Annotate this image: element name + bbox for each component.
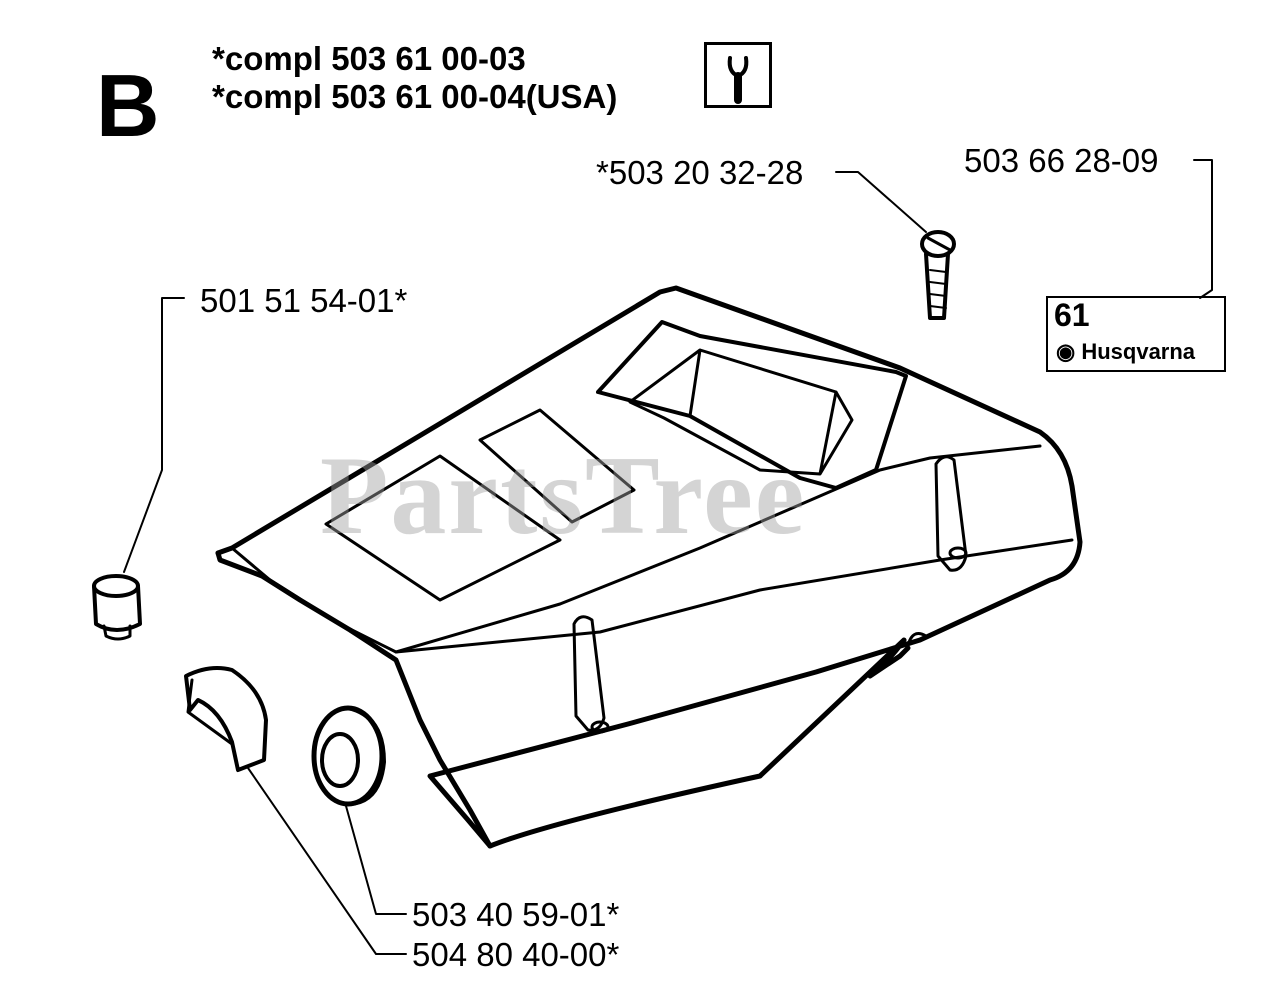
cover-front-edge <box>215 550 493 849</box>
assembly-number-2: *compl 503 61 00-04(USA) <box>212 78 618 115</box>
decal-model-number: 61 <box>1054 297 1090 333</box>
grommet-part <box>311 705 386 807</box>
cover-notch <box>906 632 928 648</box>
tool-kit-box <box>704 42 772 108</box>
decal-label: 61 ◉ Husqvarna <box>1046 296 1226 372</box>
part-number-cap: 504 80 40-00* <box>412 936 620 973</box>
cover-boss-right-hole <box>948 546 968 560</box>
leader-grommet <box>345 805 407 915</box>
cover-side-line <box>394 538 1074 654</box>
part-number-plug: 501 51 54-01* <box>200 282 408 319</box>
leader-cap <box>247 767 407 955</box>
leader-decal <box>1193 159 1213 299</box>
cover-boss-left <box>572 615 606 732</box>
leader-screw <box>835 171 927 233</box>
cover-window-1 <box>324 454 562 602</box>
leader-plug <box>123 297 185 573</box>
decal-brand-name: Husqvarna <box>1081 339 1196 364</box>
assembly-number-1: *compl 503 61 00-03 <box>212 40 526 77</box>
part-number-grommet: 503 40 59-01* <box>412 896 620 933</box>
husqvarna-crown-icon: ◉ <box>1056 339 1076 364</box>
cover-panel-detail <box>628 348 854 476</box>
watermark-text: PartsTree <box>320 434 807 558</box>
decal-brand: ◉ Husqvarna <box>1056 338 1195 366</box>
cover-raised-panel <box>596 320 908 490</box>
part-number-screw: *503 20 32-28 <box>596 154 804 191</box>
plug-part <box>92 574 142 641</box>
wrench-icon <box>727 56 749 104</box>
cover-boss-left-hole <box>590 720 610 734</box>
section-letter: B <box>96 56 160 155</box>
cover-top-ridge <box>230 444 1042 654</box>
cap-part <box>184 666 268 772</box>
screw-part <box>920 230 956 320</box>
part-number-decal: 503 66 28-09 <box>964 142 1159 179</box>
cover-window-2 <box>478 408 636 524</box>
